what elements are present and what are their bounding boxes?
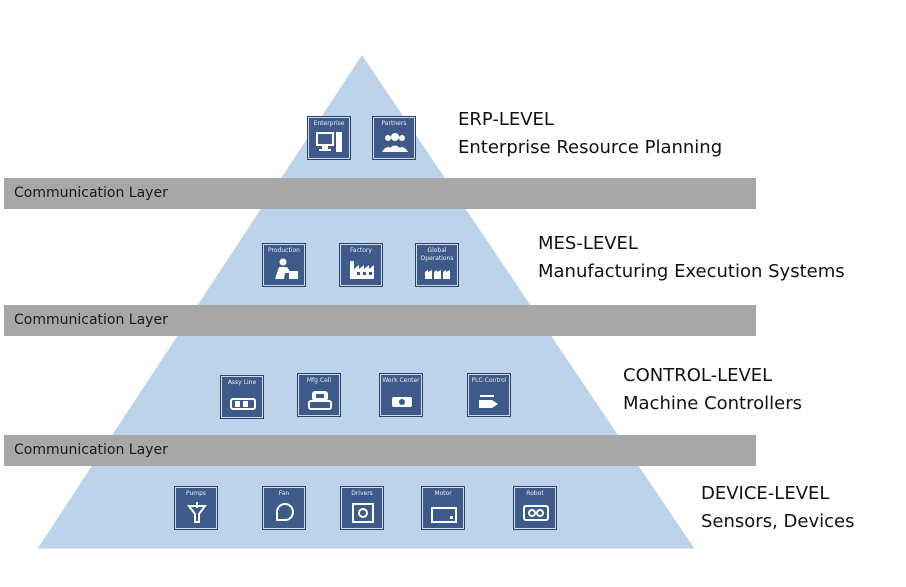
pumps-tile: Pumps	[175, 487, 217, 529]
drivers-tile: Drivers	[341, 487, 383, 529]
production-tile: Production	[263, 244, 305, 286]
tile-label: Motor	[434, 490, 452, 497]
fan-icon	[276, 503, 294, 521]
assy-line-tile: Assy Line	[221, 376, 263, 418]
factory-tile: Factory	[340, 244, 382, 286]
tile-label: Production	[268, 247, 300, 254]
tile-label: Work Center	[382, 377, 420, 384]
robot-icon	[523, 505, 549, 521]
computer-icon	[316, 132, 342, 152]
communication-layer-band: Communication Layer	[4, 178, 756, 209]
communication-layer-band: Communication Layer	[4, 305, 756, 336]
tile-label: Assy Line	[227, 379, 257, 386]
driver-icon	[352, 503, 374, 523]
fan-tile: Fan	[263, 487, 305, 529]
plc-control-icon	[479, 395, 498, 408]
level-title: DEVICE-LEVEL	[701, 483, 830, 504]
people-icon	[382, 133, 408, 152]
pyramid-shape	[38, 55, 694, 548]
partners-tile: Partners	[373, 117, 415, 159]
tile-label: Robot	[526, 490, 544, 497]
communication-layer-band: Communication Layer	[4, 435, 756, 466]
tile-label: Global Operations	[420, 247, 454, 262]
tile-label: Drivers	[351, 490, 373, 497]
tile-label: PLC-Control	[471, 377, 507, 384]
level-title: MES-LEVEL	[538, 233, 638, 254]
plc-control-tile: PLC-Control	[468, 374, 510, 416]
manufacturing-cell-icon	[308, 391, 332, 410]
erp-level-label: ERP-LEVEL Enterprise Resource Planning	[458, 106, 722, 162]
mes-level-label: MES-LEVEL Manufacturing Execution System…	[538, 230, 845, 286]
tile-label: Partners	[381, 120, 407, 127]
pump-icon	[187, 502, 207, 523]
assembly-line-icon	[230, 398, 256, 410]
tile-label: Pumps	[185, 490, 207, 497]
tile-label: Fan	[278, 490, 290, 497]
work-center-tile: Work Center	[380, 374, 422, 416]
robot-tile: Robot	[514, 487, 556, 529]
global-operations-tile: Global Operations	[416, 244, 458, 286]
global-operations-icon	[425, 270, 450, 279]
control-level-label: CONTROL-LEVEL Machine Controllers	[623, 362, 802, 418]
worker-icon	[275, 258, 298, 279]
level-title: CONTROL-LEVEL	[623, 365, 773, 386]
level-subtitle: Sensors, Devices	[701, 511, 855, 532]
enterprise-tile: Enterprise	[308, 117, 350, 159]
factory-icon	[350, 261, 374, 279]
tile-label: Factory	[350, 247, 372, 254]
motor-tile: Motor	[422, 487, 464, 529]
motor-icon	[431, 507, 457, 523]
level-title: ERP-LEVEL	[458, 109, 554, 130]
tile-label: Mfg Cell	[306, 377, 332, 384]
device-level-label: DEVICE-LEVEL Sensors, Devices	[701, 480, 854, 536]
tile-label: Enterprise	[313, 120, 345, 127]
mfg-cell-tile: Mfg Cell	[298, 374, 340, 416]
level-subtitle: Manufacturing Execution Systems	[538, 261, 845, 282]
level-subtitle: Enterprise Resource Planning	[458, 137, 723, 158]
work-center-icon	[392, 397, 412, 407]
level-subtitle: Machine Controllers	[623, 393, 802, 414]
